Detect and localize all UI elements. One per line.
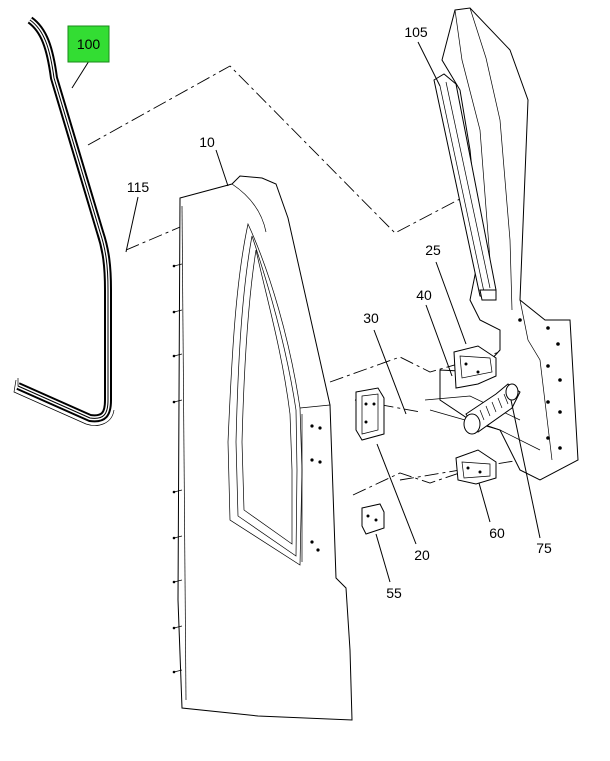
callout-60: 60	[489, 525, 505, 541]
callout-100-highlight	[67, 25, 110, 63]
weatherstrip-seal-100	[13, 16, 115, 426]
hinge-20	[355, 387, 385, 441]
door-check-75	[463, 383, 521, 435]
hinge-55	[361, 503, 385, 535]
callout-105: 105	[404, 24, 428, 40]
door-panel-10	[172, 175, 353, 721]
callout-75: 75	[536, 540, 552, 556]
callout-55: 55	[386, 585, 402, 601]
callout-30: 30	[363, 310, 379, 326]
callout-10: 10	[199, 134, 215, 150]
upper-bracket-25-40	[453, 345, 497, 389]
callout-25: 25	[425, 242, 441, 258]
body-pillar	[424, 7, 579, 481]
seal-channel-105	[433, 73, 497, 301]
leader-lines	[71, 41, 541, 583]
callout-100: 100	[77, 36, 101, 52]
lower-bracket-60	[455, 449, 497, 485]
door-edge-clips	[172, 263, 183, 674]
callout-40: 40	[416, 287, 432, 303]
pillar-holes	[518, 318, 562, 450]
door-bolts	[310, 424, 322, 552]
callout-20: 20	[414, 547, 430, 563]
callout-115: 115	[127, 179, 150, 195]
